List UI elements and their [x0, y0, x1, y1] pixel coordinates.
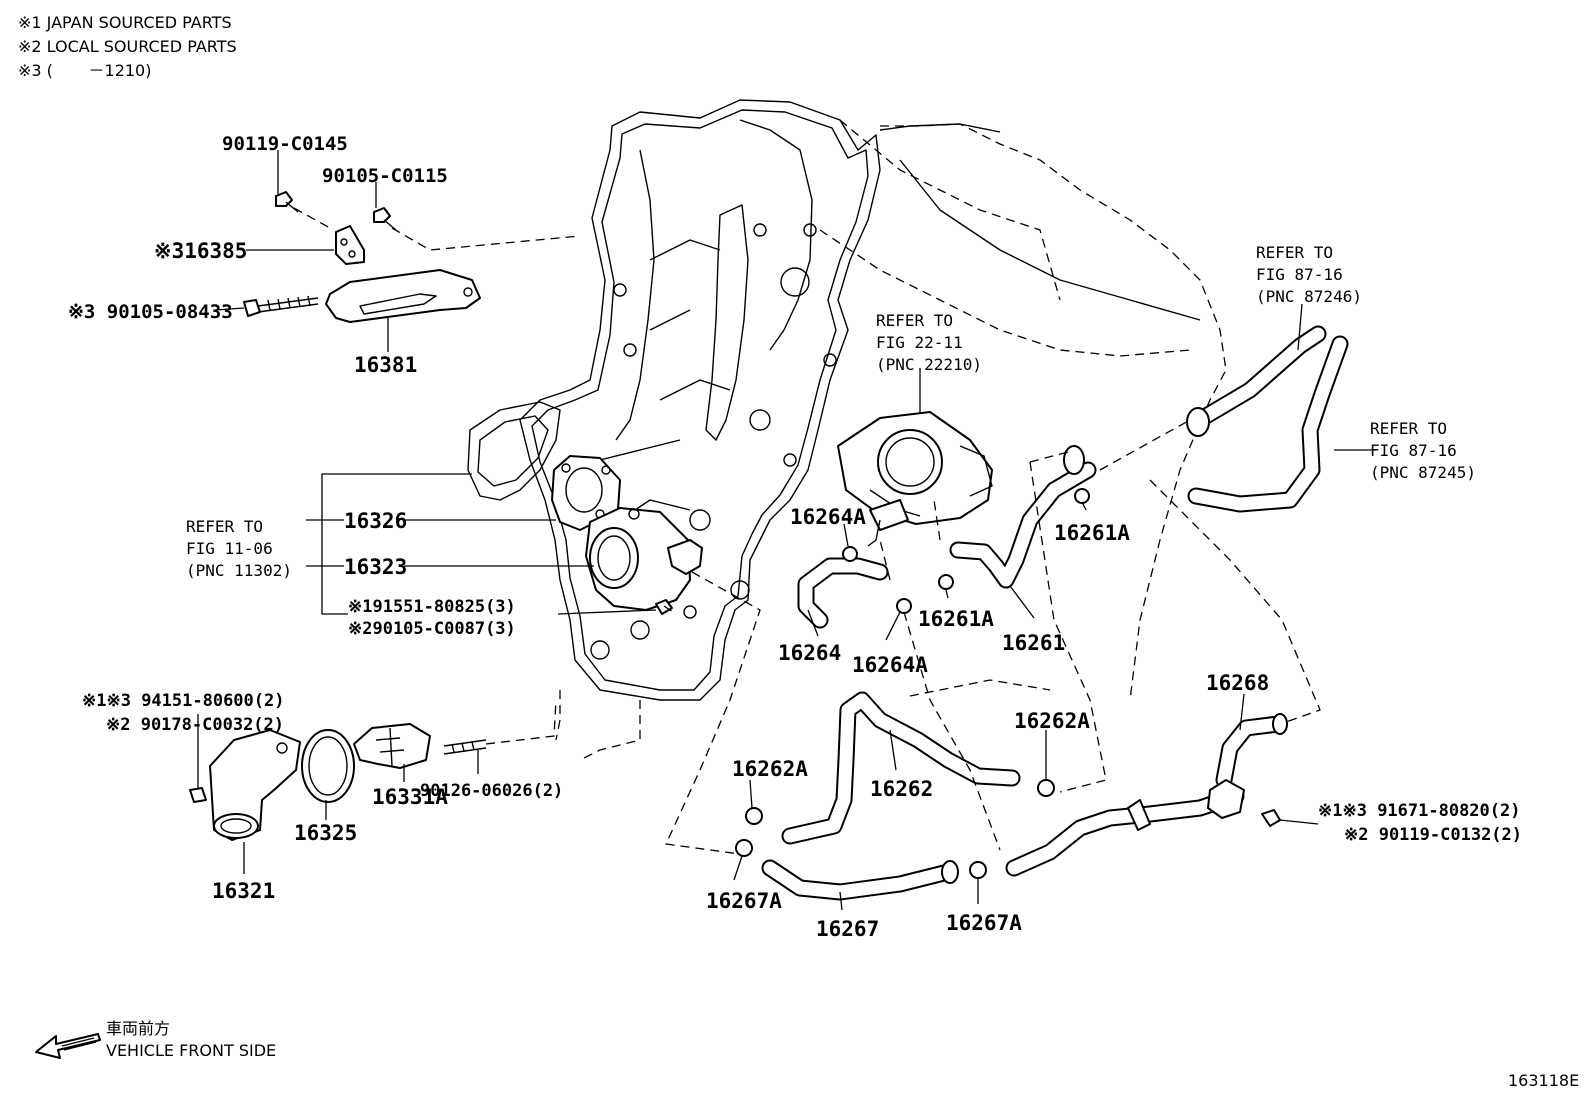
- refer-fig-11-06: REFER TO FIG 11-06 (PNC 11302): [186, 517, 292, 580]
- front-direction-arrow-icon: [35, 1033, 101, 1059]
- label-16381: 16381: [354, 353, 417, 377]
- label-16385: ※316385: [154, 239, 247, 263]
- refer-fig-87-16-pnc-87246: REFER TO FIG 87-16 (PNC 87246): [1256, 243, 1362, 306]
- label-16261a-upper: 16261A: [1054, 521, 1130, 545]
- label-16264: 16264: [778, 641, 841, 665]
- label-90105-c0115: 90105-C0115: [322, 165, 448, 187]
- label-16262a-right: 16262A: [1014, 709, 1090, 733]
- refer-fig-22-11-line3: (PNC 22210): [876, 355, 982, 374]
- refer-87246-line1: REFER TO: [1256, 243, 1333, 262]
- note-japan-sourced: ※1 JAPAN SOURCED PARTS: [18, 13, 232, 32]
- clamp-16261a-lower: [938, 574, 954, 590]
- refer-fig-22-11: REFER TO FIG 22-11 (PNC 22210): [876, 311, 982, 374]
- label-16331a: 16331A: [372, 785, 448, 809]
- water-outlet-group: [551, 455, 703, 619]
- vehicle-front-indicator: 車両前方 VEHICLE FRONT SIDE: [35, 1019, 276, 1060]
- label-90105-c0087: ※290105-C0087(3): [348, 619, 516, 639]
- label-91551-80825: ※191551-80825(3): [348, 597, 516, 617]
- clamp-16261a-upper: [1074, 488, 1090, 504]
- clamps: [735, 488, 1090, 879]
- refer-fig-11-06-line3: (PNC 11302): [186, 561, 292, 580]
- label-16323: 16323: [344, 555, 407, 579]
- refer-fig-11-06-line2: FIG 11-06: [186, 539, 273, 558]
- label-16321: 16321: [212, 879, 275, 903]
- connection-lines-dashed: [665, 419, 1321, 855]
- label-90119-c0145: 90119-C0145: [222, 133, 348, 155]
- clamp-16264a-upper: [842, 546, 858, 562]
- note-local-sourced: ※2 LOCAL SOURCED PARTS: [18, 37, 237, 56]
- throttle-body: [837, 411, 993, 547]
- bracket-assembly: [243, 191, 581, 323]
- figure-code: 163118E: [1508, 1071, 1579, 1090]
- refer-fig-87-16-pnc-87245: REFER TO FIG 87-16 (PNC 87245): [1370, 419, 1476, 482]
- part-labels: 90119-C0145 90105-C0115 ※316385 ※3 90105…: [68, 133, 1522, 941]
- label-16262: 16262: [870, 777, 933, 801]
- label-16267: 16267: [816, 917, 879, 941]
- water-inlet-group: [189, 699, 557, 841]
- label-16262a-left: 16262A: [732, 757, 808, 781]
- refer-fig-11-06-line1: REFER TO: [186, 517, 263, 536]
- clamp-16264a-lower: [896, 598, 912, 614]
- label-90105-08433: ※3 90105-08433: [68, 301, 233, 323]
- refer-87245-line1: REFER TO: [1370, 419, 1447, 438]
- legend-notes: ※1 JAPAN SOURCED PARTS ※2 LOCAL SOURCED …: [18, 13, 237, 80]
- label-91671-80820: ※1※3 91671-80820(2): [1318, 801, 1520, 821]
- label-16325: 16325: [294, 821, 357, 845]
- refer-fig-22-11-line2: FIG 22-11: [876, 333, 963, 352]
- engine-outline-dashed: [555, 119, 1227, 761]
- label-16264a-lower: 16264A: [852, 653, 928, 677]
- note-date-range: ※3 ( －1210): [18, 61, 151, 80]
- label-16261: 16261: [1002, 631, 1065, 655]
- label-16268: 16268: [1206, 671, 1269, 695]
- refer-87246-line3: (PNC 87246): [1256, 287, 1362, 306]
- label-90126-06026: 90126-06026(2): [420, 781, 563, 801]
- refer-87245-line2: FIG 87-16: [1370, 441, 1457, 460]
- label-94151-80600: ※1※3 94151-80600(2): [82, 691, 284, 711]
- leader-lines: [197, 150, 1376, 911]
- vehicle-front-en: VEHICLE FRONT SIDE: [106, 1041, 276, 1060]
- clamp-16267a-right: [969, 861, 987, 879]
- refer-fig-22-11-line1: REFER TO: [876, 311, 953, 330]
- refer-to-blocks: REFER TO FIG 11-06 (PNC 11302) REFER TO …: [186, 243, 1476, 580]
- label-16261a-lower: 16261A: [918, 607, 994, 631]
- label-16326: 16326: [344, 509, 407, 533]
- label-16267a-left: 16267A: [706, 889, 782, 913]
- refer-87246-line2: FIG 87-16: [1256, 265, 1343, 284]
- label-90178-c0032: ※2 90178-C0032(2): [106, 715, 284, 735]
- timing-chain-cover: [467, 99, 1201, 701]
- label-16267a-right: 16267A: [946, 911, 1022, 935]
- refer-87245-line3: (PNC 87245): [1370, 463, 1476, 482]
- vehicle-front-jp: 車両前方: [106, 1019, 170, 1038]
- label-90119-c0132: ※2 90119-C0132(2): [1344, 825, 1522, 845]
- label-16264a-upper: 16264A: [790, 505, 866, 529]
- hoses: [761, 325, 1349, 901]
- clamp-16267a-left: [735, 839, 753, 857]
- clamp-16262a-right: [1037, 779, 1055, 797]
- clamp-16262a-left: [745, 807, 763, 825]
